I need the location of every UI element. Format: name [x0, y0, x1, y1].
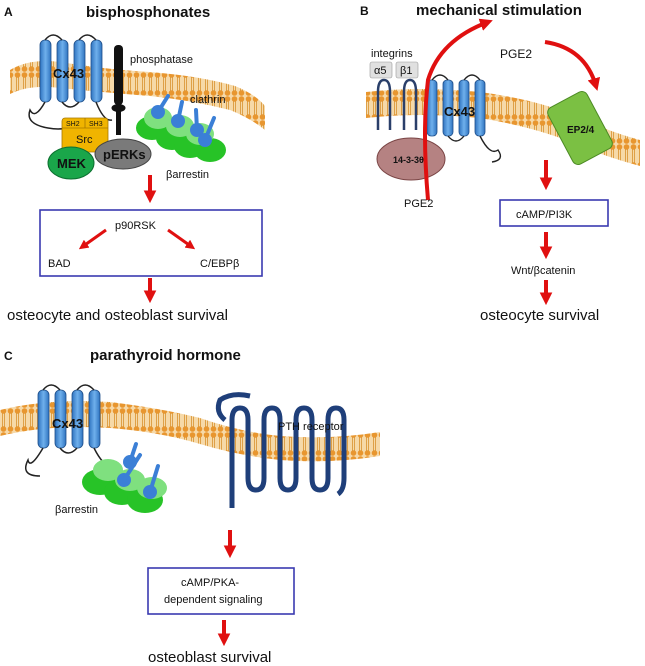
- alpha5-box: [369, 61, 393, 79]
- mek-protein: [47, 146, 95, 180]
- arrow-to-cebpb: [167, 228, 196, 250]
- pge2-top-label: PGE2: [500, 47, 532, 61]
- sh3-label: SH3: [89, 121, 103, 128]
- ep24-label: EP2/4: [567, 125, 595, 136]
- panel-c-arrestin-complex: [82, 442, 167, 513]
- panel-b-title: mechanical stimulation: [416, 2, 582, 19]
- src-kinase: [61, 117, 109, 153]
- alpha5-label: α5: [374, 65, 386, 77]
- clathrin-label: clathrin: [190, 94, 225, 106]
- p90rsk-label: p90RSK: [115, 220, 157, 232]
- panel-c-title: parathyroid hormone: [90, 347, 241, 364]
- panel-c-box: [147, 567, 295, 615]
- panel-a-cx43-label: Cx43: [53, 66, 84, 81]
- panel-b: B mechanical stimulation integrins α5 β1…: [360, 2, 640, 324]
- panel-c-barrestin-label: βarrestin: [55, 504, 98, 516]
- sh2-label: SH2: [66, 121, 80, 128]
- integrin-chains: [376, 78, 418, 130]
- perks-protein: [94, 138, 152, 170]
- ep24-receptor: [547, 91, 613, 165]
- camp-pi3k-label: cAMP/PI3K: [516, 209, 573, 221]
- panel-a-outcome: osteocyte and osteoblast survival: [7, 307, 228, 324]
- src-label: Src: [76, 134, 93, 146]
- arrow-to-bad: [78, 228, 107, 250]
- cebpb-label: C/EBPβ: [200, 258, 239, 270]
- panel-b-letter: B: [360, 4, 369, 18]
- panel-b-cx43-label: Cx43: [444, 104, 475, 119]
- protein-14-3-3-theta: [376, 137, 446, 181]
- panel-b-outcome: osteocyte survival: [480, 307, 599, 324]
- panel-c-outcome: osteoblast survival: [148, 649, 271, 666]
- panel-a-title: bisphosphonates: [86, 4, 210, 21]
- mek-label: MEK: [57, 156, 87, 171]
- cx43-channel: [28, 34, 113, 130]
- phosphatase-label: phosphatase: [130, 54, 193, 66]
- beta1-box: [395, 61, 419, 79]
- wnt-bcatenin-label: Wnt/βcatenin: [511, 265, 575, 277]
- panel-a: A bisphosphonates Cx43 phosphatase SH2 S…: [4, 4, 265, 324]
- camp-pka-line2: dependent signaling: [164, 594, 262, 606]
- bad-label: BAD: [48, 258, 71, 270]
- panel-c-letter: C: [4, 349, 13, 363]
- pge2-bottom-label: PGE2: [404, 198, 433, 210]
- integrins-label: integrins: [371, 48, 413, 60]
- panel-c-cx43-channel: [25, 384, 116, 477]
- pth-receptor-label: PTH receptor: [278, 421, 344, 433]
- pth-receptor: [215, 392, 347, 508]
- perks-label: pERKs: [103, 147, 146, 162]
- panel-a-box: [39, 209, 263, 277]
- phosphatase-protein: [111, 45, 126, 135]
- panel-c-cx43-label: Cx43: [52, 416, 83, 431]
- clathrin-arrestin-complex: [136, 94, 226, 162]
- panel-a-letter: A: [4, 5, 13, 19]
- beta1-label: β1: [400, 65, 412, 77]
- panel-a-barrestin-label: βarrestin: [166, 169, 209, 181]
- pge2-release-arrow: [423, 18, 493, 201]
- camp-pka-line1: cAMP/PKA-: [181, 577, 239, 589]
- pge2-to-receptor-arrow: [544, 40, 601, 91]
- protein-14-3-3-label: 14-3-3θ: [393, 155, 424, 165]
- panel-c: C parathyroid hormone Cx43 βarrestin: [0, 347, 380, 666]
- panel-b-box: [499, 199, 609, 227]
